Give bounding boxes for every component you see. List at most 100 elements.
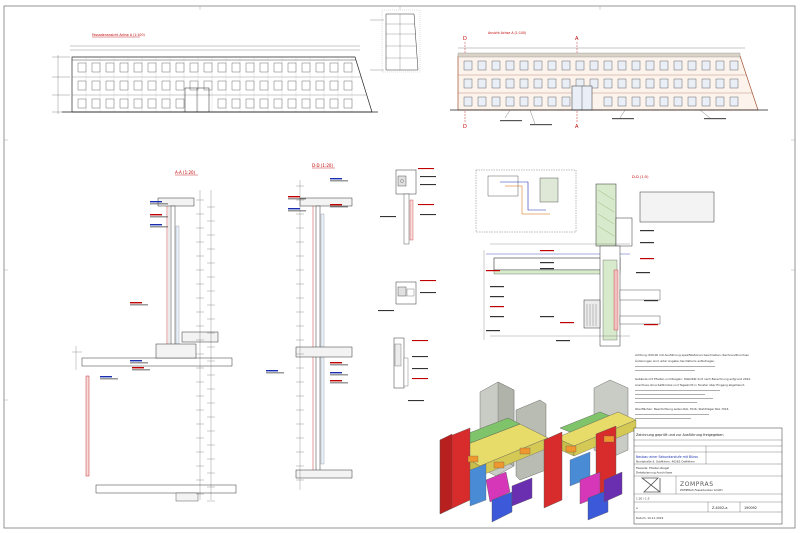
section-aa-title: A-A (1:20) bbox=[175, 170, 196, 175]
section-mark-a-top: A bbox=[575, 36, 579, 42]
title-block-project: Neubau einer Sekundarstufe mit Büros bbox=[636, 455, 698, 459]
callout-text bbox=[420, 292, 436, 294]
elevation-window bbox=[561, 60, 571, 71]
callout-text bbox=[150, 226, 168, 228]
elevation-window bbox=[715, 60, 725, 71]
callout-text bbox=[132, 369, 150, 371]
callout-text bbox=[530, 124, 552, 126]
callout-text bbox=[100, 378, 118, 380]
elevation-window bbox=[687, 96, 697, 107]
callout-text bbox=[130, 302, 142, 304]
section-dd-title: D-D (1:20) bbox=[312, 163, 333, 168]
callout-text bbox=[288, 196, 300, 198]
elevation-window bbox=[463, 78, 473, 89]
callout-text bbox=[330, 362, 342, 364]
detail-dd-title: D-D (1:5) bbox=[632, 175, 649, 179]
callout-text bbox=[330, 364, 348, 366]
title-block-status: Zeichnung geprüft und zur Ausführung fre… bbox=[636, 433, 724, 437]
title-block-revision: a bbox=[636, 506, 638, 510]
callout-text bbox=[640, 258, 654, 260]
elevation-window bbox=[519, 60, 529, 71]
elevation-window bbox=[547, 60, 557, 71]
isometric-render-right bbox=[543, 379, 637, 521]
callout-text bbox=[150, 203, 168, 205]
detail-dd: D-D (1:5) bbox=[475, 169, 715, 347]
elevation-window bbox=[617, 60, 627, 71]
callout-text bbox=[500, 120, 522, 122]
callout-text bbox=[420, 184, 436, 186]
elevation-window bbox=[603, 60, 613, 71]
callout-text bbox=[288, 208, 300, 210]
callout-text bbox=[288, 198, 306, 200]
callout-text bbox=[418, 204, 434, 206]
callout-text bbox=[644, 300, 658, 302]
elevation-window bbox=[603, 78, 613, 89]
callout-text bbox=[612, 118, 634, 120]
callout-text bbox=[378, 310, 394, 312]
elevation-window bbox=[617, 96, 627, 107]
title-block-logo: ZOMPRAS bbox=[680, 481, 714, 488]
callout-text bbox=[420, 280, 436, 282]
title-block-footer: Datum: 10.11.2019 bbox=[636, 516, 664, 520]
elevation-window bbox=[519, 96, 529, 107]
elevation-window bbox=[477, 96, 487, 107]
callout-text bbox=[560, 322, 574, 324]
callout-text bbox=[130, 360, 142, 362]
title-block-scale: 1:20 / 1:5 bbox=[636, 497, 650, 501]
callout-text bbox=[420, 176, 436, 178]
corner-elevation-detail bbox=[370, 9, 421, 73]
title-block-logo-sub: ZOMPRAS Fassadenbau GmbH bbox=[680, 488, 723, 492]
callout-text bbox=[150, 224, 162, 226]
callout-text bbox=[132, 367, 144, 369]
note-1: Achtung: 000.00 mit Ausführung spezifika… bbox=[635, 353, 749, 357]
section-aa: A-A (1:20) bbox=[81, 170, 237, 502]
callout-text bbox=[490, 316, 504, 318]
plan-corner-left bbox=[72, 346, 82, 370]
callout-text bbox=[540, 262, 554, 264]
callout-text bbox=[412, 378, 428, 380]
elevation-window bbox=[533, 78, 543, 89]
callout-text bbox=[486, 270, 500, 272]
elevation-window bbox=[561, 78, 571, 89]
elevation-window bbox=[463, 60, 473, 71]
section-mark-d-left: D bbox=[463, 36, 467, 42]
elevation-window bbox=[687, 78, 697, 89]
elevation-window bbox=[505, 78, 515, 89]
callout-text bbox=[556, 340, 570, 342]
elevation-window bbox=[575, 60, 585, 71]
elevation-window bbox=[631, 78, 641, 89]
callout-text bbox=[704, 118, 726, 120]
elevation-window bbox=[701, 96, 711, 107]
connection-details bbox=[378, 168, 436, 402]
title-block-address: Nordstraße 9, Ostfildern, 46283 Ostfilde… bbox=[636, 460, 695, 464]
elevation-window bbox=[729, 96, 739, 107]
callout-text bbox=[380, 216, 396, 218]
callout-text bbox=[330, 382, 348, 384]
elevation-window bbox=[477, 78, 487, 89]
callout-text bbox=[540, 316, 554, 318]
callout-text bbox=[420, 214, 436, 216]
elevation-window bbox=[701, 78, 711, 89]
callout-text bbox=[330, 180, 348, 182]
notes-block: Achtung: 000.00 mit Ausführung spezifika… bbox=[635, 353, 751, 419]
elevation-window bbox=[659, 60, 669, 71]
callout-text bbox=[330, 380, 342, 382]
title-block-row-a: Fassade: Pfosten-Riegel bbox=[636, 466, 669, 470]
callout-text bbox=[330, 204, 342, 206]
callout-text bbox=[130, 304, 148, 306]
elevation-window bbox=[491, 60, 501, 71]
section-dd: D-D (1:20) bbox=[266, 163, 353, 490]
callout-text bbox=[490, 286, 504, 288]
elevation-window bbox=[533, 60, 543, 71]
callout-text bbox=[644, 324, 658, 326]
title-block-job-no: 190092 bbox=[744, 506, 757, 510]
elevation-window bbox=[673, 96, 683, 107]
callout-text bbox=[412, 340, 428, 342]
elevation-window bbox=[505, 96, 515, 107]
note-5: Oberflächen: Beschichtung außen RAL 7016… bbox=[635, 407, 729, 411]
elevation-window bbox=[645, 78, 655, 89]
elevation-window bbox=[547, 78, 557, 89]
callout-text bbox=[150, 214, 162, 216]
callout-text bbox=[636, 272, 650, 274]
